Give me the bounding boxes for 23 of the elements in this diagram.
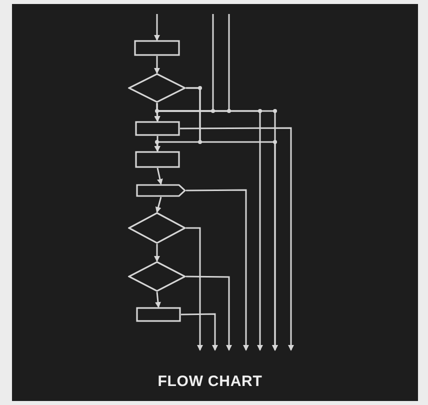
decision-diamond [128, 73, 186, 103]
process-box [134, 40, 180, 56]
output-pentagon [136, 184, 186, 197]
flow-line [154, 56, 160, 74]
process-box [135, 121, 180, 136]
flow-line [186, 227, 203, 351]
process-box [135, 151, 180, 168]
flow-line [154, 244, 160, 262]
flow-line [186, 189, 249, 351]
flow-line [154, 136, 160, 152]
flow-line [186, 87, 278, 351]
flow-line [186, 276, 232, 351]
chart-title: FLOW CHART [156, 372, 264, 392]
flow-line [156, 168, 163, 185]
flow-line [155, 292, 161, 308]
flow-line [154, 14, 230, 122]
decision-diamond [128, 212, 186, 244]
decision-diamond [128, 261, 186, 292]
flow-line [154, 14, 160, 41]
flow-line [180, 127, 294, 351]
flow-line [155, 196, 162, 213]
flow-line [180, 313, 218, 351]
process-box [136, 307, 181, 322]
